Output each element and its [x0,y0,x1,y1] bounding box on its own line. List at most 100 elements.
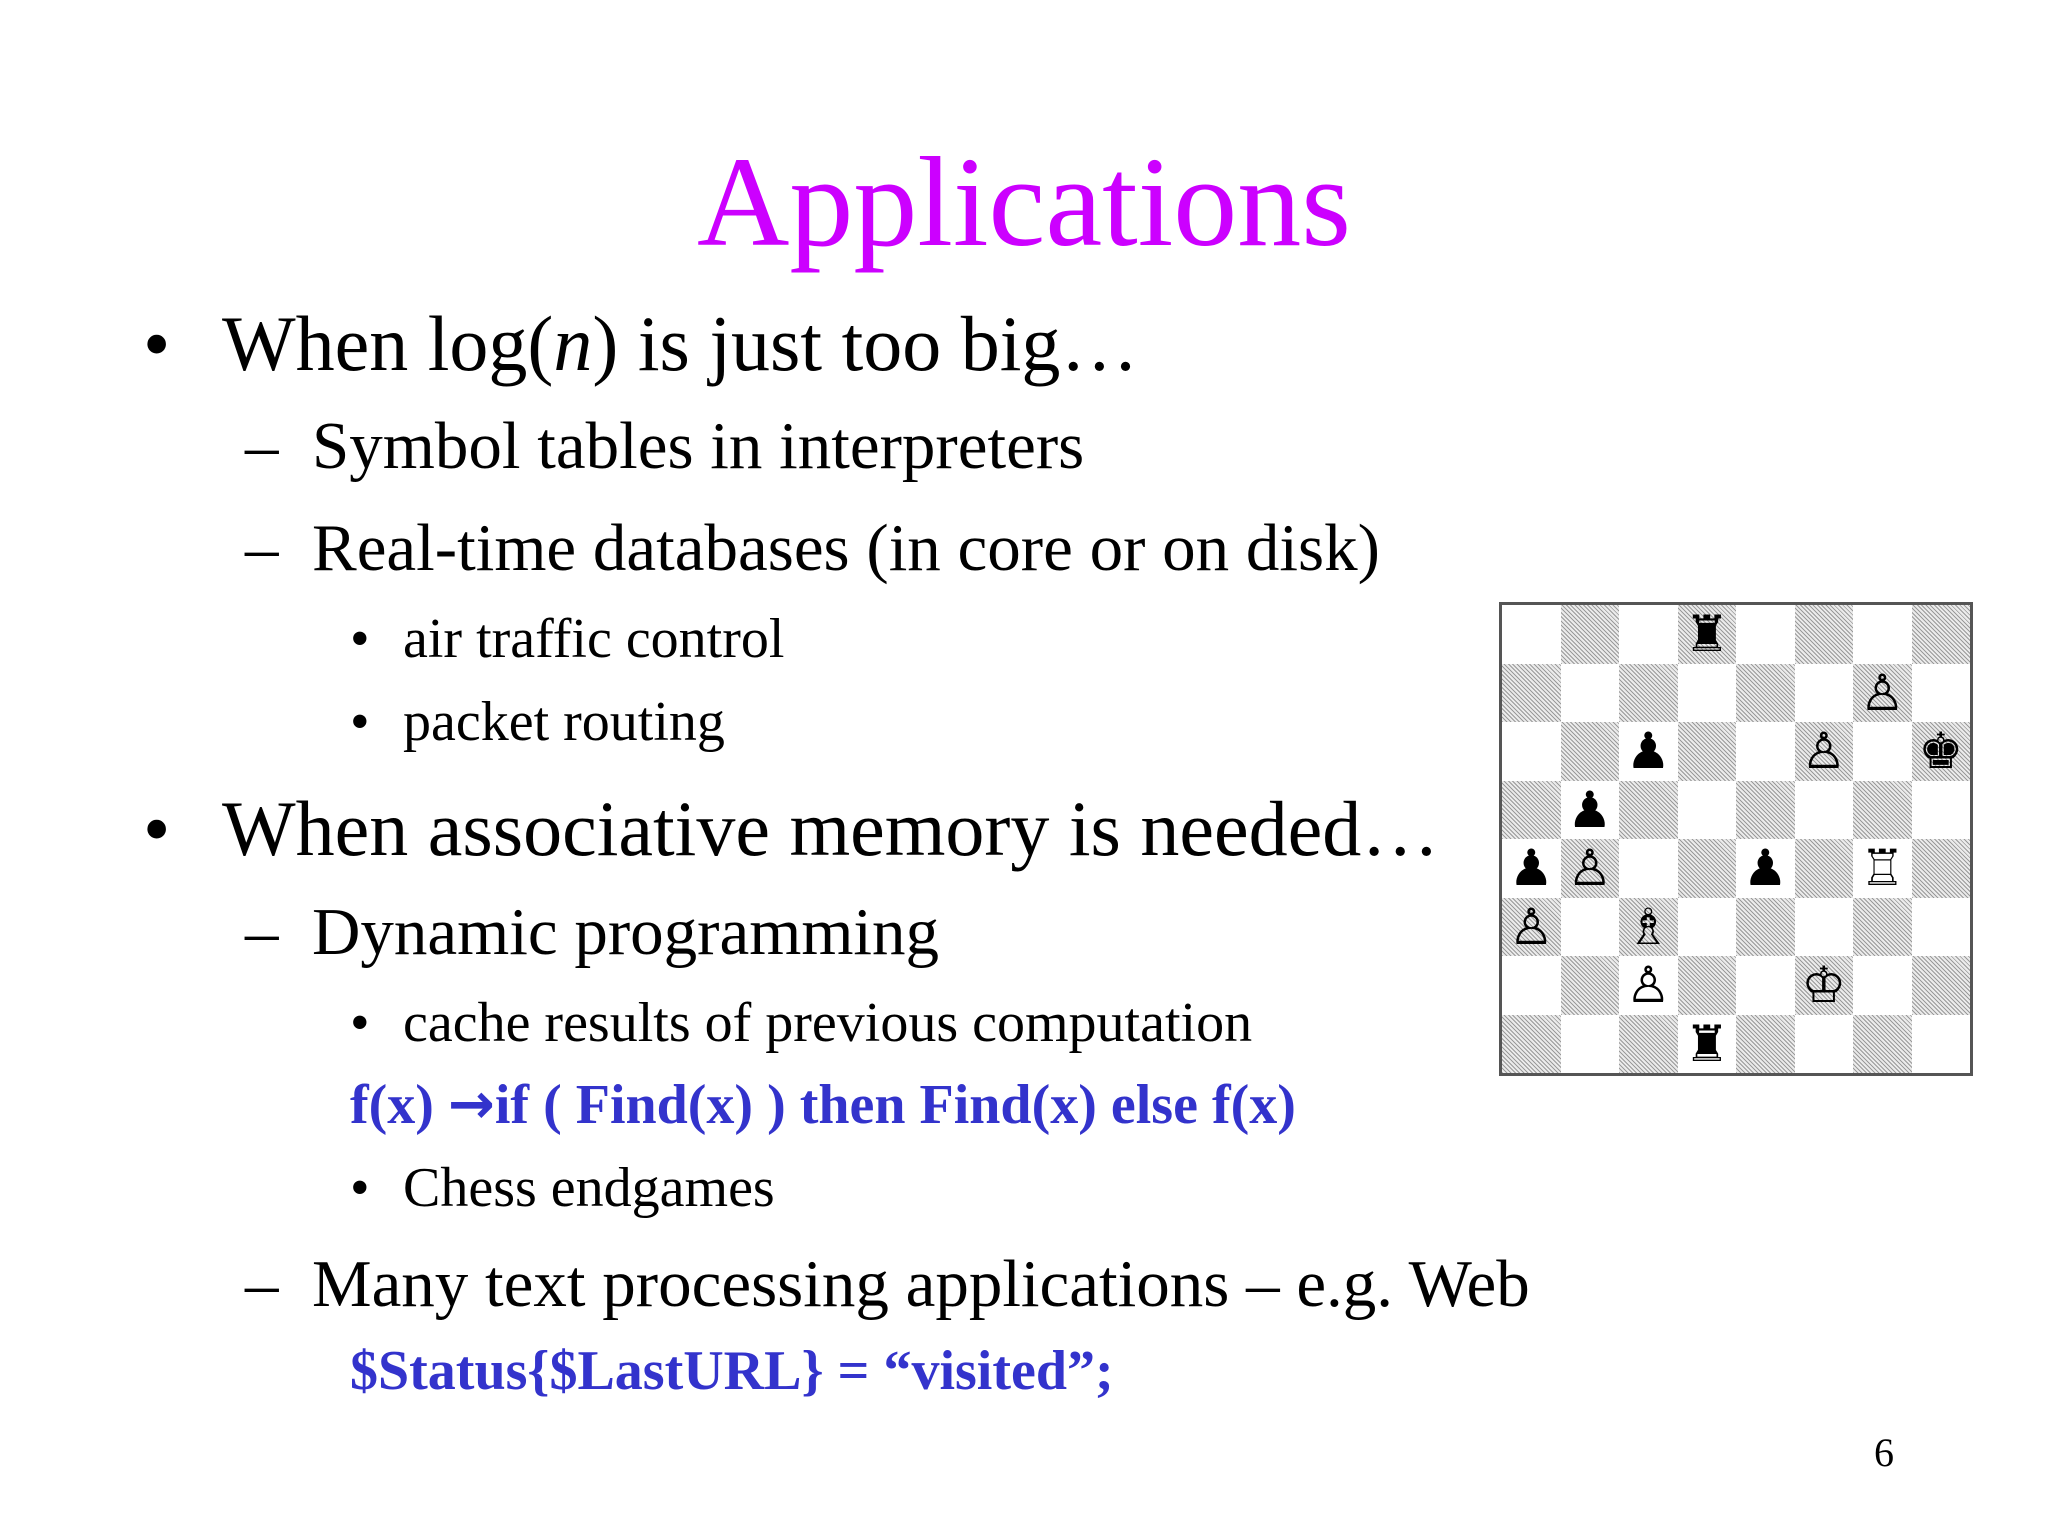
board-square [1736,897,1795,956]
dash-marker: – [245,1247,279,1321]
bullet-log-n-suffix: ) is just too big… [592,300,1139,387]
bullet-log-n: When log(n) is just too big… [222,305,1138,383]
board-square [1619,1014,1678,1073]
code-find-right: if ( Find(x) ) then Find(x) else f(x) [494,1074,1296,1136]
board-square [1853,722,1912,781]
board-square: ♙ [1619,956,1678,1015]
white-rook-icon: ♖ [1859,839,1905,898]
board-square [1502,722,1561,781]
board-square [1911,839,1970,898]
bullet-associative-memory: When associative memory is needed… [222,785,1440,872]
board-square [1677,897,1736,956]
board-square [1853,897,1912,956]
item-cache-results: cache results of previous computation [403,992,1253,1054]
white-pawn-icon: ♙ [1508,897,1554,956]
bullet-log-n-variable: n [553,300,593,387]
code-find-left: f(x) [350,1074,448,1136]
board-square [1794,1014,1853,1073]
dash-marker: – [245,895,279,969]
bullet-marker: • [350,691,370,753]
board-square [1560,897,1619,956]
board-square [1502,605,1561,664]
board-square [1853,605,1912,664]
board-square [1794,839,1853,898]
dash-marker: – [245,409,279,483]
white-pawn-icon: ♙ [1801,722,1847,781]
board-square: ♟ [1619,722,1678,781]
board-square [1794,780,1853,839]
board-square: ♙ [1560,839,1619,898]
board-square [1677,956,1736,1015]
board-square [1560,663,1619,722]
sub-realtime-databases: Real-time databases (in core or on disk) [312,511,1380,585]
board-square [1677,722,1736,781]
board-square [1794,663,1853,722]
board-square [1911,1014,1970,1073]
item-packet-routing: packet routing [403,691,725,753]
board-square [1502,1014,1561,1073]
black-pawn-icon: ♟ [1625,722,1671,781]
board-square [1560,722,1619,781]
board-square [1911,897,1970,956]
board-square [1911,663,1970,722]
white-pawn-icon: ♙ [1625,956,1671,1015]
slide-title: Applications [696,131,1352,273]
board-square [1911,956,1970,1015]
board-square: ♜ [1677,605,1736,664]
black-king-icon: ♚ [1918,722,1964,781]
sub-text-processing: Many text processing applications – e.g.… [312,1247,1530,1321]
board-square [1853,956,1912,1015]
board-square [1736,780,1795,839]
board-square: ♙ [1853,663,1912,722]
board-square: ♚ [1911,722,1970,781]
black-pawn-icon: ♟ [1508,839,1554,898]
board-square: ♔ [1794,956,1853,1015]
board-square [1736,722,1795,781]
board-square [1560,956,1619,1015]
board-square [1502,956,1561,1015]
board-square: ♙ [1794,722,1853,781]
board-square [1677,663,1736,722]
board-square [1794,605,1853,664]
board-square [1853,1014,1912,1073]
board-square [1677,839,1736,898]
white-king-icon: ♔ [1801,956,1847,1015]
board-square [1911,605,1970,664]
white-bishop-icon: ♗ [1625,897,1671,956]
sub-dynamic-programming: Dynamic programming [312,895,940,969]
board-square [1619,780,1678,839]
board-square [1619,605,1678,664]
board-square [1677,780,1736,839]
sub-symbol-tables: Symbol tables in interpreters [312,409,1085,483]
arrow-right-icon: → [447,1072,495,1137]
black-pawn-icon: ♟ [1567,780,1613,839]
board-square [1502,663,1561,722]
board-square [1502,780,1561,839]
board-square [1853,780,1912,839]
black-pawn-icon: ♟ [1742,839,1788,898]
board-square: ♖ [1853,839,1912,898]
board-square [1560,1014,1619,1073]
black-rook-icon: ♜ [1684,1014,1730,1073]
board-square [1736,605,1795,664]
chess-board: ♜♙♟♙♚♟♟♙♟♖♙♗♙♔♜ [1499,602,1973,1076]
board-square: ♜ [1677,1014,1736,1073]
white-pawn-icon: ♙ [1859,663,1905,722]
board-square [1619,839,1678,898]
dash-marker: – [245,511,279,585]
bullet-marker: • [350,992,370,1054]
board-square: ♗ [1619,897,1678,956]
board-square [1911,780,1970,839]
board-square [1736,1014,1795,1073]
bullet-marker: • [350,1157,370,1219]
board-square [1794,897,1853,956]
board-square [1619,663,1678,722]
white-pawn-icon: ♙ [1567,839,1613,898]
code-status-example: $Status{$LastURL} = “visited”; [350,1340,1114,1402]
board-square [1736,956,1795,1015]
board-square [1560,605,1619,664]
bullet-marker: • [143,785,171,872]
item-air-traffic-control: air traffic control [403,608,785,670]
bullet-marker: • [143,300,171,387]
board-square: ♙ [1502,897,1561,956]
